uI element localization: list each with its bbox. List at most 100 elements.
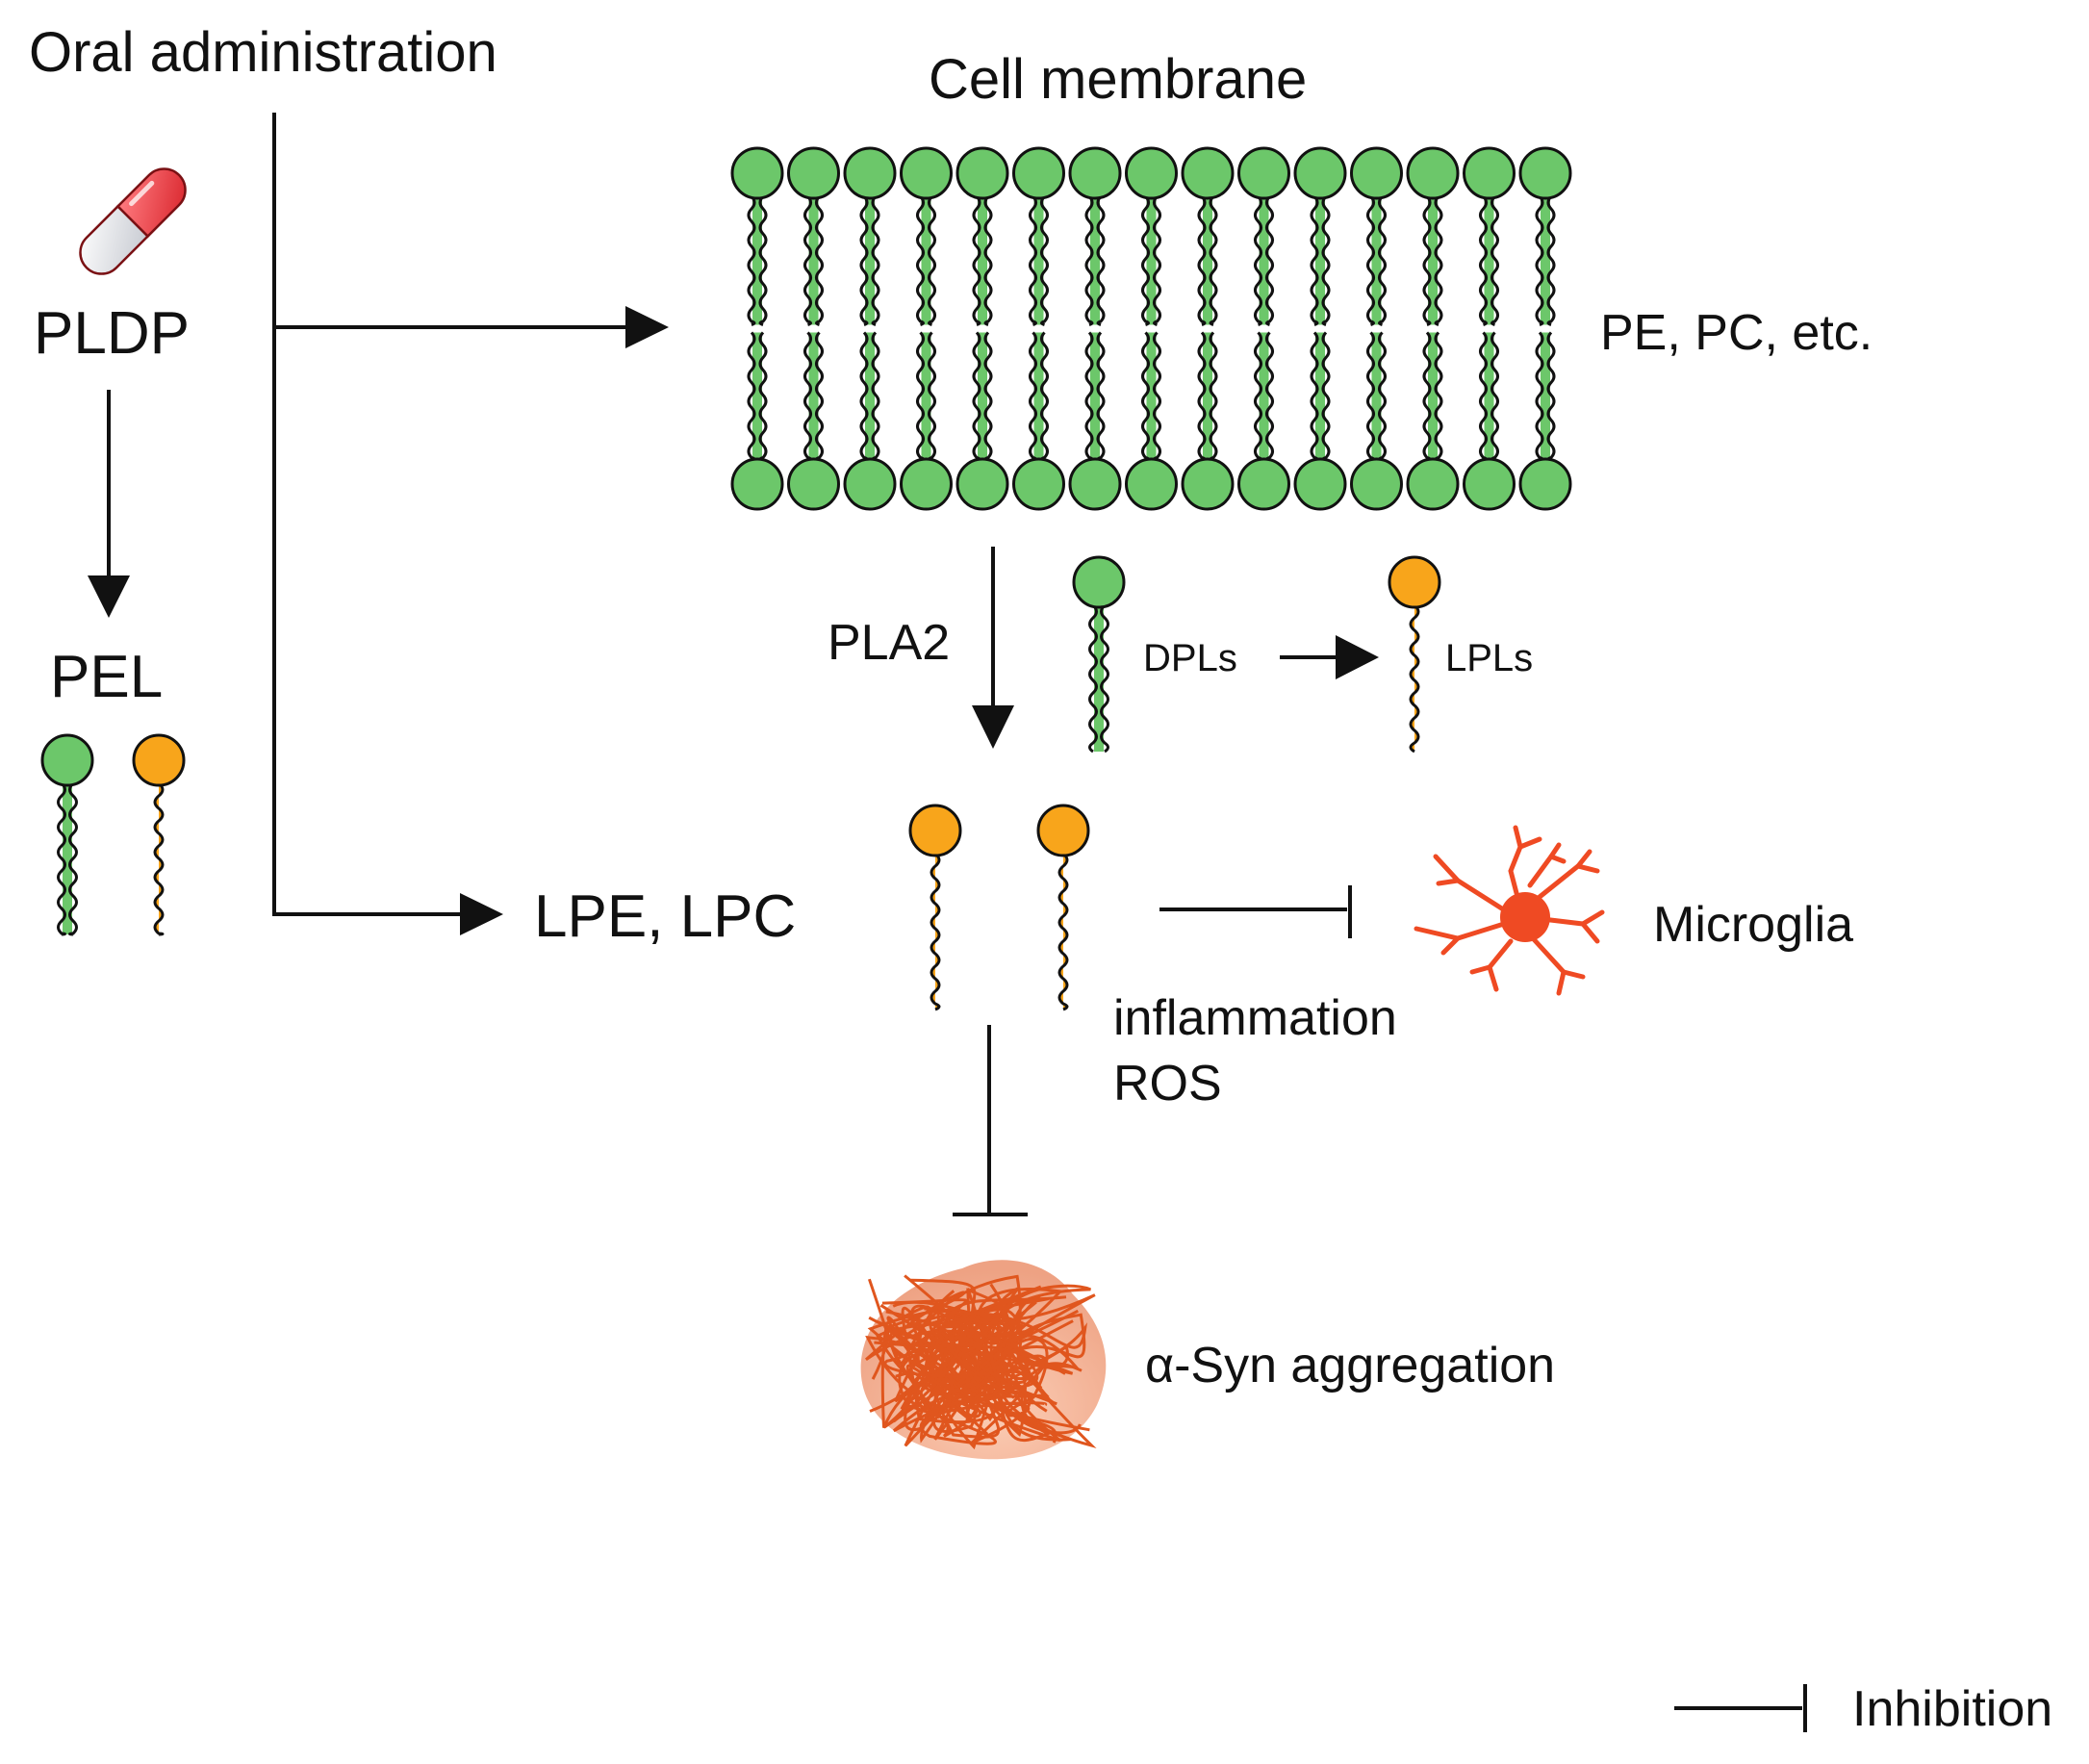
- membrane-head-bottom: [1293, 457, 1347, 511]
- membrane-head-top: [1181, 146, 1235, 200]
- fatty-acid-chain: [758, 194, 768, 326]
- fatty-acid-chain: [1490, 194, 1499, 326]
- membrane-head-bottom: [955, 457, 1009, 511]
- fatty-acid-chain: [859, 194, 869, 326]
- lpls-lipid: [1388, 555, 1441, 754]
- fatty-acid-chain: [1096, 194, 1106, 326]
- fatty-acid-chain: [1366, 331, 1375, 463]
- tail-fill: [1203, 196, 1212, 325]
- pel-label: PEL: [50, 644, 164, 710]
- tail-fill: [63, 783, 72, 934]
- tail-fill: [1203, 332, 1212, 461]
- fatty-acid-chain: [1422, 331, 1432, 463]
- fatty-acid-chain: [1209, 194, 1218, 326]
- fatty-acid-chain: [928, 194, 936, 326]
- fatty-acid-chain: [803, 331, 812, 463]
- fatty-acid-chain: [1265, 194, 1274, 326]
- tail-fill: [1094, 605, 1104, 752]
- oral-administration-label: Oral administration: [29, 21, 497, 84]
- fatty-acid-chain: [1422, 194, 1432, 326]
- fatty-acid-chain: [1479, 331, 1488, 463]
- pathway-connectors: [107, 113, 1807, 1732]
- fatty-acid-chain: [1096, 331, 1106, 463]
- fatty-acid-chain: [758, 331, 768, 463]
- pel-lyso-lipid: [132, 733, 186, 936]
- membrane-head-bottom: [900, 457, 953, 511]
- fatty-acid-chain: [1434, 194, 1443, 326]
- phospholipid-molecules: [40, 555, 1441, 1011]
- membrane-lipid-pair: [1237, 146, 1290, 511]
- polar-head: [908, 804, 962, 857]
- fatty-acid-chain: [1254, 194, 1262, 326]
- fatty-acid-chain: [1153, 194, 1161, 326]
- lpe-lpc-label: LPE, LPC: [534, 883, 797, 950]
- aggregate-strand: [867, 1274, 1063, 1444]
- fatty-acid-chain: [803, 194, 812, 326]
- membrane-lipid-pair: [900, 146, 953, 511]
- tail-fill: [1146, 332, 1157, 461]
- membrane-head-top: [1237, 146, 1290, 200]
- membrane-lipid-pair: [955, 146, 1009, 511]
- membrane-lipid-pair: [1068, 146, 1122, 511]
- tail-fill: [752, 196, 762, 325]
- tail-fill: [808, 196, 819, 325]
- membrane-head-top: [730, 146, 784, 200]
- fatty-acid-chain: [1409, 603, 1420, 754]
- pe-pc-label: PE, PC, etc.: [1600, 305, 1873, 361]
- fatty-acid-chain: [815, 194, 824, 326]
- membrane-lipid-pair: [1293, 146, 1347, 511]
- membrane-lipid-pair: [1518, 146, 1572, 511]
- fatty-acid-chain: [871, 331, 880, 463]
- membrane-lipid-pair: [1125, 146, 1178, 511]
- fatty-acid-chain: [1265, 331, 1274, 463]
- fatty-acid-chain: [1546, 194, 1556, 326]
- dpls-lipid: [1072, 555, 1126, 754]
- fatty-acid-chain: [1029, 194, 1037, 326]
- microglia-cell-icon: [1414, 825, 1605, 996]
- aggregate-strand: [895, 1334, 1080, 1443]
- ros-label: ROS: [1113, 1056, 1222, 1112]
- tail-fill: [1541, 196, 1550, 325]
- tail-fill: [1315, 196, 1325, 325]
- fatty-acid-chain: [68, 781, 78, 936]
- cell-membrane-title: Cell membrane: [929, 48, 1308, 111]
- fatty-acid-chain: [1378, 331, 1387, 463]
- fatty-acid-chain: [1310, 331, 1319, 463]
- fatty-acid-chain: [1310, 194, 1319, 326]
- fatty-acid-chain: [1254, 331, 1262, 463]
- lpe-lipid: [908, 804, 962, 1011]
- membrane-head-bottom: [1406, 457, 1460, 511]
- membrane-head-bottom: [1068, 457, 1122, 511]
- fatty-acid-chain: [1366, 194, 1375, 326]
- tail-fill: [865, 332, 875, 461]
- membrane-head-top: [843, 146, 897, 200]
- tail-fill: [752, 332, 762, 461]
- membrane-head-bottom: [1181, 457, 1235, 511]
- aggregate-strand: [938, 1284, 1091, 1401]
- fatty-acid-chain: [916, 331, 925, 463]
- membrane-head-top: [1406, 146, 1460, 200]
- tail-fill: [1090, 332, 1100, 461]
- membrane-head-top: [1518, 146, 1572, 200]
- fatty-acid-chain: [928, 331, 936, 463]
- arrowhead-lpe: [460, 893, 503, 935]
- arrowheads: [88, 306, 1379, 935]
- polar-head: [1072, 555, 1126, 609]
- fatty-acid-chain: [1040, 331, 1049, 463]
- polar-head: [40, 733, 94, 787]
- fatty-acid-chain: [1084, 331, 1094, 463]
- membrane-head-bottom: [730, 457, 784, 511]
- fatty-acid-chain: [1100, 603, 1109, 754]
- fatty-acid-chain: [1197, 194, 1207, 326]
- fatty-acid-chain: [1153, 331, 1161, 463]
- arrowhead-lpls: [1336, 635, 1379, 679]
- tail-fill: [921, 196, 931, 325]
- membrane-lipid-pair: [1350, 146, 1403, 511]
- lpls-label: LPLs: [1445, 637, 1534, 679]
- membrane-head-bottom: [787, 457, 840, 511]
- fatty-acid-chain: [1321, 331, 1331, 463]
- fatty-acid-chain: [1029, 331, 1037, 463]
- polar-head: [1388, 555, 1441, 609]
